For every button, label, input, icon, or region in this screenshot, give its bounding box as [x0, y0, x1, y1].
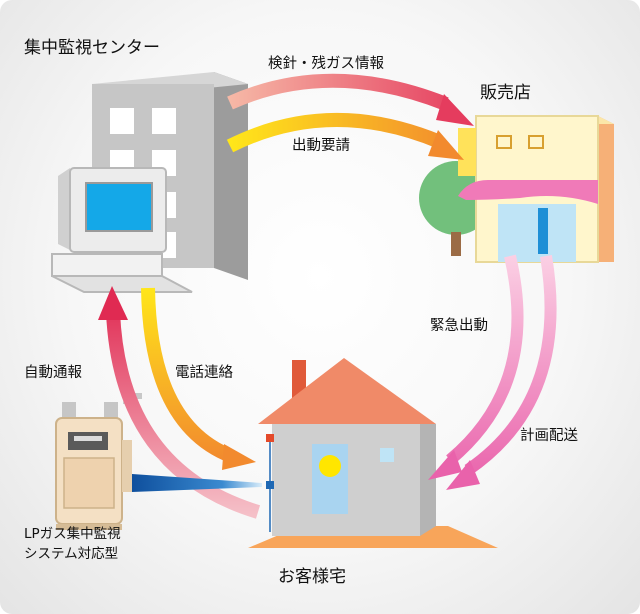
arrow-planned-delivery: [446, 255, 557, 490]
arrow-emergency-dispatch: [428, 254, 524, 480]
arrow-meter-reading: [227, 73, 474, 126]
flow-label-planned-delivery: 計画配送: [520, 428, 578, 444]
monitoring-center-label: 集中監視センター: [24, 38, 160, 58]
arrow-phone-contact: [141, 287, 256, 470]
flow-label-phone-contact: 電話連絡: [175, 365, 233, 381]
customer-home-label: お客様宅: [278, 567, 346, 587]
monitoring-center-icon: [51, 72, 248, 293]
gas-meter-icon: [55, 393, 142, 530]
gas-meter-label-line1: LPガス集中監視: [24, 526, 121, 542]
dealer-shop-icon: [419, 115, 614, 263]
customer-house-icon: [248, 358, 498, 548]
gas-meter-label-line2: システム対応型: [24, 546, 119, 562]
flow-label-dispatch-request: 出動要請: [292, 138, 350, 154]
flow-label-meter-reading: 検針・残ガス情報: [268, 56, 384, 72]
arrow-dispatch-request: [226, 112, 464, 160]
meter-signal-beam: [132, 474, 262, 492]
dealer-shop-label: 販売店: [480, 83, 531, 103]
arrow-auto-report: [98, 286, 261, 519]
flow-label-auto-report: 自動通報: [24, 365, 82, 381]
flow-label-emergency-dispatch: 緊急出動: [430, 318, 488, 334]
